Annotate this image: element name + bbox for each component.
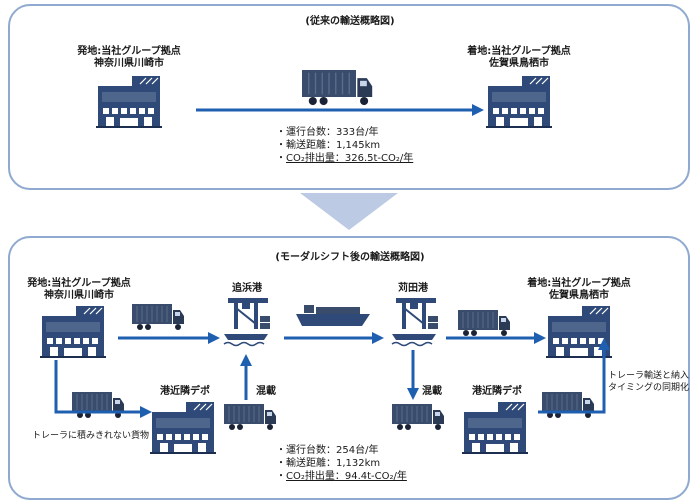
conventional-destination-place: 佐賀県鳥栖市 [489, 58, 549, 69]
ms-co2-prefix: ・ [276, 471, 286, 482]
destination-port-crane-icon [391, 297, 439, 347]
destination-depot-building-icon [461, 401, 529, 455]
origin-truck-icon [131, 303, 185, 331]
ms-distance: ・輸送距離：1,132km [276, 458, 381, 469]
ms-destination-label: 着地:当社グループ拠点 [527, 278, 631, 289]
modal-shift-panel [8, 236, 690, 500]
destination-port-label: 苅田港 [398, 283, 428, 294]
origin-port-crane-icon [223, 297, 271, 347]
unloadable-cargo-note: トレーラに積みきれない貨物 [32, 431, 150, 441]
origin-building-icon [95, 75, 163, 129]
ms-trips: ・運行台数：254台/年 [276, 445, 379, 456]
ship-icon [296, 305, 370, 326]
conventional-trips: ・運行台数：333台/年 [276, 127, 379, 138]
mixed-destination-truck-icon [391, 403, 445, 431]
conventional-origin-place: 神奈川県川崎市 [94, 58, 164, 69]
ms-co2: ・CO₂排出量：94.4t-CO₂/年 [276, 470, 407, 483]
mixed-origin-truck-icon [223, 403, 277, 431]
conventional-origin-label: 発地:当社グループ拠点 [77, 46, 181, 57]
truck-icon [301, 69, 373, 106]
origin-depot-label: 港近隣デポ [160, 386, 210, 397]
modal-shift-stats: ・運行台数：254台/年 ・輸送距離：1,132km ・CO₂排出量：94.4t… [276, 444, 407, 483]
ms-co2-value: ：94.4t-CO₂/年 [334, 471, 407, 482]
sync-note-line2: タイミングの同期化 [608, 383, 690, 393]
origin-depot-building-icon [149, 401, 217, 455]
origin-port-label: 追浜港 [232, 283, 262, 294]
conventional-co2-prefix: ・ [276, 153, 286, 164]
conventional-co2-label: CO₂排出量 [286, 153, 335, 164]
ms-destination-building-icon [545, 305, 613, 359]
modal-shift-title: (モーダルシフト後の輸送概略図) [275, 252, 425, 263]
ms-origin-building-icon [39, 305, 107, 359]
ms-co2-label: CO₂排出量 [286, 471, 335, 482]
conventional-stats: ・運行台数：333台/年 ・輸送距離：1,145km ・CO₂排出量：326.5… [276, 126, 413, 165]
destination-mixed-label: 混載 [422, 386, 442, 397]
destination-depot-label: 港近隣デポ [472, 386, 522, 397]
destination-truck-icon [457, 309, 511, 337]
conventional-co2-value: ：326.5t-CO₂/年 [334, 153, 414, 164]
conventional-title: (従来の輸送概略図) [305, 16, 395, 27]
conventional-distance: ・輸送距離：1,145km [276, 140, 381, 151]
ms-destination-place: 佐賀県鳥栖市 [549, 290, 609, 301]
transition-arrow [300, 193, 398, 230]
lower-right-truck-icon [541, 391, 595, 419]
ms-origin-place: 神奈川県川崎市 [44, 290, 114, 301]
origin-mixed-label: 混載 [256, 386, 276, 397]
modal-shift-route-arrows [54, 336, 606, 414]
sync-note-line1: トレーラ輸送と納入 [608, 371, 690, 381]
destination-building-icon [485, 75, 553, 129]
conventional-destination-label: 着地:当社グループ拠点 [467, 46, 571, 57]
lower-left-truck-icon [71, 391, 125, 419]
conventional-co2: ・CO₂排出量：326.5t-CO₂/年 [276, 152, 413, 165]
ms-origin-label: 発地:当社グループ拠点 [27, 278, 131, 289]
